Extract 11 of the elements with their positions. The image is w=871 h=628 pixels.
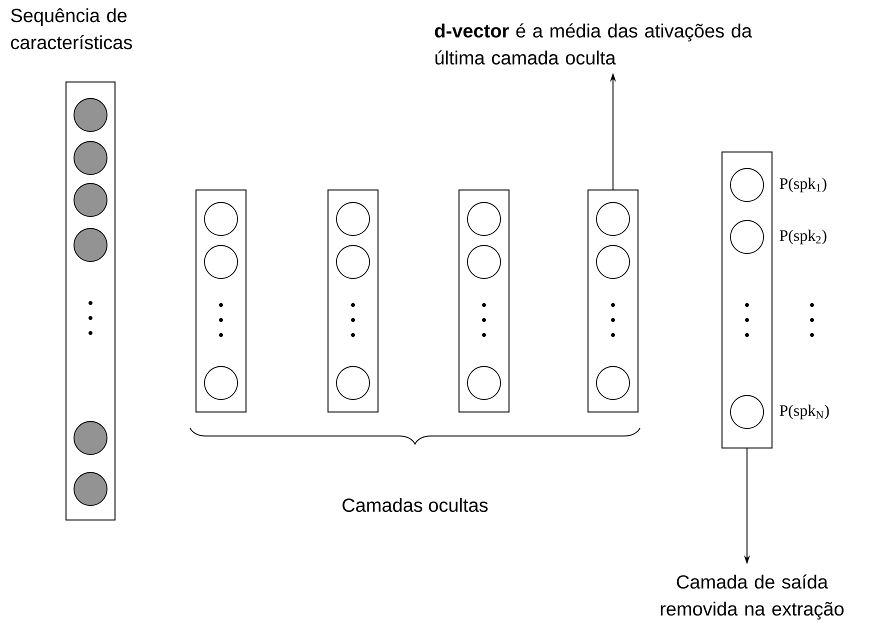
annotation-text: d-vector é a média das ativações da última camada oculta: [434, 23, 752, 65]
probability-label: P(spk$_{1}$): [780, 178, 826, 192]
probability-label: P(spk$_{N}$): [780, 404, 829, 420]
group-label: Camadas ocultas: [342, 498, 488, 512]
layer-box: [588, 190, 638, 412]
annotation-text: Camada de saída removida na extração: [660, 574, 844, 620]
layer-box: [328, 190, 378, 412]
layer-box: [196, 190, 246, 412]
layer-box: [458, 190, 510, 412]
probability-label: P(spk$_{2}$): [780, 230, 826, 244]
layer-heading: Sequência de características: [11, 8, 132, 50]
